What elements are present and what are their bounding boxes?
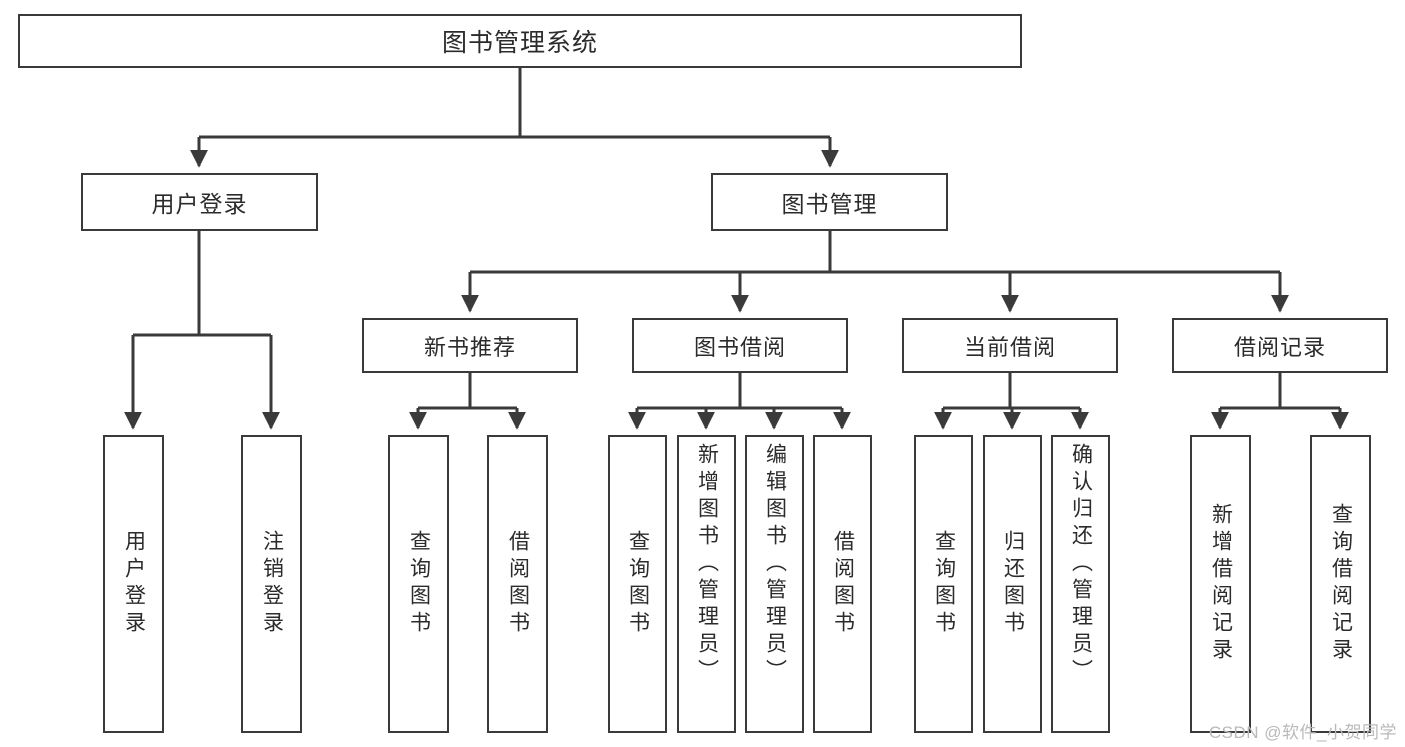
leaf-logout[interactable]: 注销登录 (241, 435, 302, 733)
leaf-query-book-recommend-label: 查询图书 (407, 530, 431, 638)
node-new-book-recommend-label: 新书推荐 (423, 334, 516, 360)
node-root-label: 图书管理系统 (441, 29, 598, 57)
leaf-query-book-label: 查询图书 (626, 530, 650, 638)
node-book-borrow-label: 图书借阅 (693, 334, 786, 360)
leaf-query-borrow-record[interactable]: 查询借阅记录 (1310, 435, 1371, 733)
node-user-login[interactable]: 用户登录 (81, 173, 318, 231)
leaf-add-borrow-record[interactable]: 新增借阅记录 (1190, 435, 1251, 733)
leaf-borrow-book[interactable]: 借阅图书 (813, 435, 872, 733)
leaf-query-book-current-label: 查询图书 (932, 530, 956, 638)
node-borrow-record[interactable]: 借阅记录 (1172, 318, 1388, 373)
leaf-borrow-book-recommend[interactable]: 借阅图书 (487, 435, 548, 733)
node-current-borrow-label: 当前借阅 (963, 334, 1056, 360)
leaf-edit-book-admin[interactable]: 编辑图书（管理员） (745, 435, 804, 733)
leaf-return-book[interactable]: 归还图书 (983, 435, 1042, 733)
leaf-add-book-admin[interactable]: 新增图书（管理员） (677, 435, 736, 733)
leaf-confirm-return-admin[interactable]: 确认归还（管理员） (1051, 435, 1110, 733)
node-user-login-label: 用户登录 (151, 191, 248, 217)
watermark-text: CSDN @软件_小贺同学 (1208, 723, 1397, 742)
leaf-query-book[interactable]: 查询图书 (608, 435, 667, 733)
node-book-management[interactable]: 图书管理 (711, 173, 948, 231)
leaf-logout-label: 注销登录 (260, 530, 284, 638)
node-book-management-label: 图书管理 (781, 191, 878, 217)
leaf-add-borrow-record-label: 新增借阅记录 (1209, 503, 1233, 665)
leaf-query-borrow-record-label: 查询借阅记录 (1329, 503, 1353, 665)
leaf-edit-book-admin-label: 编辑图书（管理员） (763, 443, 787, 686)
leaf-return-book-label: 归还图书 (1001, 530, 1025, 638)
leaf-borrow-book-recommend-label: 借阅图书 (506, 530, 530, 638)
node-book-borrow[interactable]: 图书借阅 (632, 318, 848, 373)
node-borrow-record-label: 借阅记录 (1233, 334, 1326, 360)
leaf-user-login-label: 用户登录 (122, 530, 146, 638)
leaf-confirm-return-admin-label: 确认归还（管理员） (1069, 443, 1093, 686)
node-current-borrow[interactable]: 当前借阅 (902, 318, 1118, 373)
leaf-borrow-book-label: 借阅图书 (831, 530, 855, 638)
leaf-user-login[interactable]: 用户登录 (103, 435, 164, 733)
node-new-book-recommend[interactable]: 新书推荐 (362, 318, 578, 373)
leaf-add-book-admin-label: 新增图书（管理员） (695, 443, 719, 686)
leaf-query-book-current[interactable]: 查询图书 (914, 435, 973, 733)
node-root[interactable]: 图书管理系统 (18, 14, 1022, 68)
leaf-query-book-recommend[interactable]: 查询图书 (388, 435, 449, 733)
